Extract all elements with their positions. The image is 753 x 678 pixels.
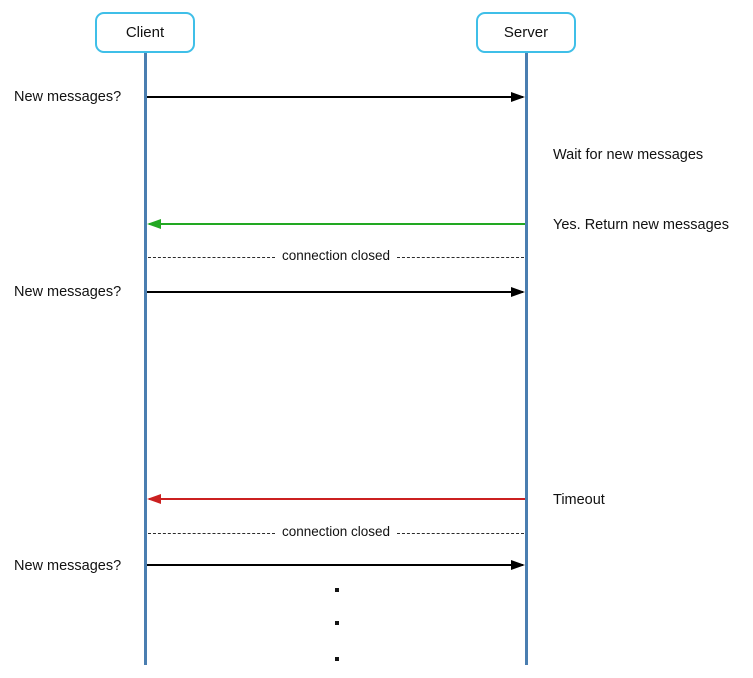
message-label-new-messages-3: New messages?: [14, 558, 122, 574]
actor-box-client: Client: [95, 12, 195, 53]
message-label-new-messages-1: New messages?: [14, 89, 122, 105]
actor-box-server: Server: [476, 12, 576, 53]
divider-connection-closed-1: connection closed: [148, 248, 525, 266]
arrow-new-messages-2: [147, 291, 523, 293]
ellipsis-dot: [335, 621, 339, 625]
message-label-yes-return: Yes. Return new messages: [553, 217, 729, 233]
arrow-yes-return-new-messages: [149, 223, 525, 225]
ellipsis-dot: [335, 657, 339, 661]
dashed-line-segment: [148, 532, 275, 534]
dashed-line-segment: [397, 532, 525, 534]
divider-connection-closed-2: connection closed: [148, 524, 525, 542]
lifeline-server: [525, 53, 528, 665]
divider-label: connection closed: [281, 524, 391, 539]
divider-label: connection closed: [281, 248, 391, 263]
arrow-timeout: [149, 498, 525, 500]
ellipsis-dot: [335, 588, 339, 592]
actor-label-server: Server: [503, 24, 549, 41]
dashed-line-segment: [148, 256, 275, 258]
lifeline-client: [144, 53, 147, 665]
dashed-line-segment: [397, 256, 525, 258]
note-wait-for-new-messages: Wait for new messages: [553, 147, 704, 163]
arrow-new-messages-3: [147, 564, 523, 566]
message-label-timeout: Timeout: [553, 492, 605, 508]
arrow-new-messages-1: [147, 96, 523, 98]
message-label-new-messages-2: New messages?: [14, 284, 122, 300]
actor-label-client: Client: [125, 24, 165, 41]
